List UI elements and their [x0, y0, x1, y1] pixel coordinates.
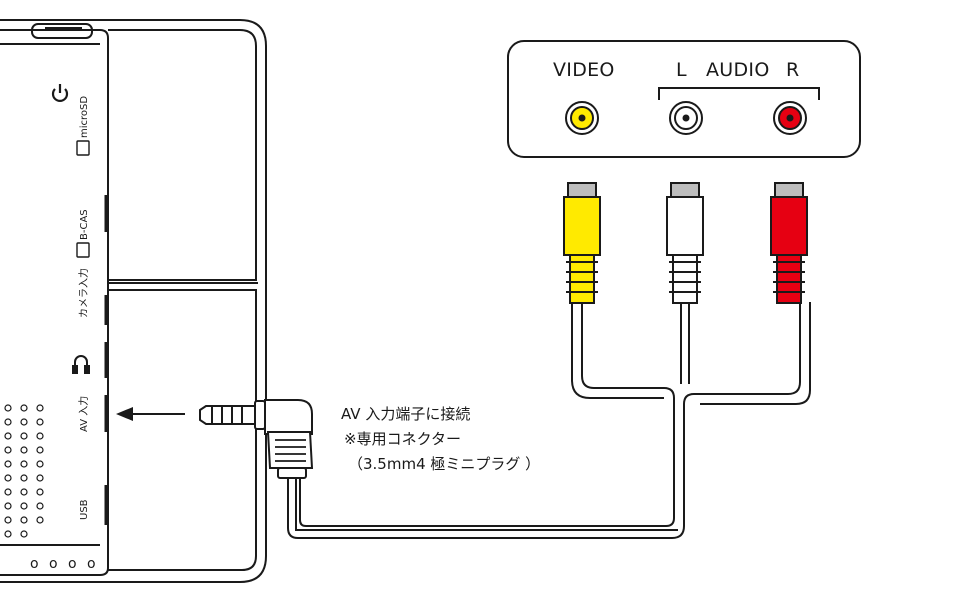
video-jack	[565, 101, 599, 135]
microsd-label: microSD	[79, 96, 90, 138]
rca-plug-audio-left	[666, 182, 704, 304]
bottom-dots: o o o o	[30, 556, 99, 572]
video-label: VIDEO	[553, 59, 615, 81]
annotation-dedicated-connector: ※専用コネクター	[344, 430, 461, 448]
tv-jack-panel	[507, 40, 861, 158]
av-input-label: AV 入力	[77, 396, 90, 432]
speaker-grille	[4, 404, 44, 538]
power-icon	[51, 84, 69, 102]
audio-right-jack	[773, 101, 807, 135]
mini-plug	[199, 399, 314, 479]
audio-left-jack	[669, 101, 703, 135]
rca-plug-audio-right	[770, 182, 808, 304]
camera-input-label: カメラ入力	[77, 268, 90, 318]
audio-left-label: L	[676, 59, 687, 81]
audio-label: AUDIO	[706, 59, 770, 81]
bcas-card-icon	[76, 242, 90, 258]
annotation-connect-av-input: AV 入力端子に接続	[341, 405, 470, 423]
audio-right-label: R	[786, 59, 800, 81]
annotation-plug-spec: （3.5mm4 極ミニプラグ ）	[348, 455, 540, 473]
av-cable	[287, 302, 811, 539]
bcas-label: B-CAS	[79, 209, 90, 240]
usb-label: USB	[79, 499, 90, 520]
audio-bracket	[658, 87, 820, 100]
microsd-card-icon	[76, 140, 90, 156]
rca-plug-video	[563, 182, 601, 304]
device-body	[0, 19, 267, 583]
arrow-to-av-input	[116, 407, 185, 421]
headphone-icon	[72, 355, 90, 374]
